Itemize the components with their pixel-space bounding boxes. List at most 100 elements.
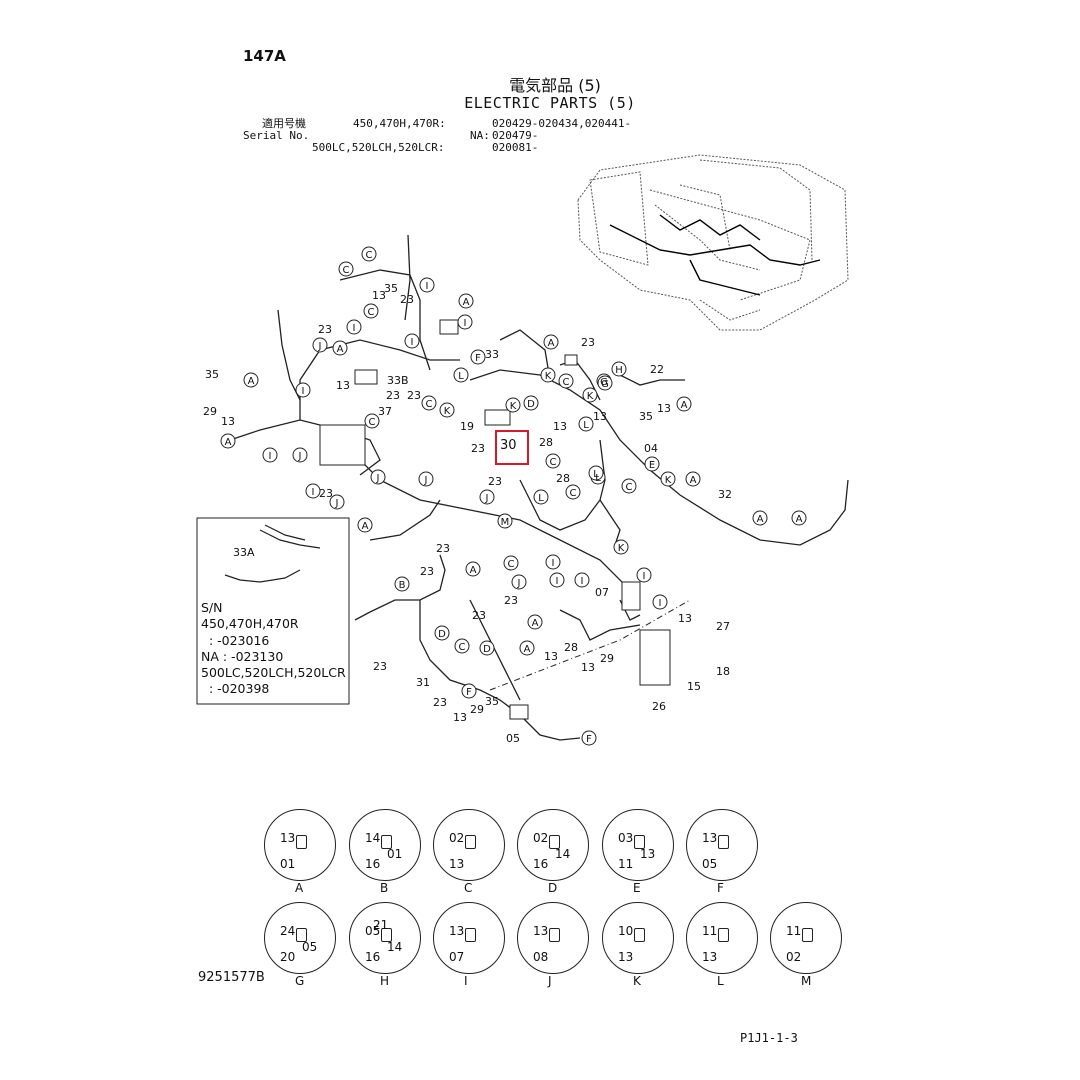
- svg-text:C: C: [366, 250, 373, 261]
- connector-block: [484, 409, 511, 426]
- detail-part-glyph: [465, 928, 476, 942]
- svg-text:23: 23: [407, 389, 421, 402]
- svg-text:35: 35: [384, 282, 398, 295]
- title-english: ELECTRIC PARTS (5): [464, 94, 636, 112]
- svg-text:K: K: [665, 475, 672, 486]
- svg-text:J: J: [335, 498, 339, 509]
- detail-part-number: 14: [387, 940, 403, 954]
- bracket-plate: [639, 629, 671, 686]
- svg-text:13: 13: [593, 410, 607, 423]
- detail-part-glyph: [718, 928, 729, 942]
- svg-text:I: I: [643, 571, 646, 582]
- svg-text:J: J: [318, 341, 322, 352]
- detail-view-h: [349, 902, 421, 974]
- detail-part-number: 11: [702, 924, 718, 938]
- svg-text:23: 23: [581, 336, 595, 349]
- svg-text:C: C: [563, 377, 570, 388]
- svg-text:23: 23: [319, 487, 333, 500]
- thumbnail-harness: [609, 214, 821, 296]
- bracket: [621, 581, 641, 611]
- svg-text:I: I: [302, 386, 305, 397]
- svg-text:C: C: [626, 482, 633, 493]
- svg-text:A: A: [248, 376, 255, 387]
- svg-text:23: 23: [373, 660, 387, 673]
- svg-text:29: 29: [470, 703, 484, 716]
- svg-text:M: M: [501, 517, 510, 528]
- svg-text:23: 23: [420, 565, 434, 578]
- svg-text:I: I: [464, 318, 467, 329]
- svg-text:C: C: [343, 265, 350, 276]
- detail-part-number: 05: [302, 940, 318, 954]
- component-blocks: [319, 319, 671, 720]
- detail-view-f: [686, 809, 758, 881]
- detail-part-number: 05: [702, 857, 718, 871]
- svg-text:K: K: [587, 391, 594, 402]
- machine-location-thumbnail: [577, 154, 849, 331]
- page-reference: P1J1-1-3: [740, 1031, 798, 1045]
- svg-text:A: A: [470, 565, 477, 576]
- svg-text:13: 13: [678, 612, 692, 625]
- svg-text:04: 04: [644, 442, 658, 455]
- detail-view-label: J: [548, 974, 552, 988]
- serial-range: 020429-020434,020441-: [492, 117, 632, 130]
- svg-text:A: A: [463, 297, 470, 308]
- detail-part-glyph: [634, 835, 645, 849]
- detail-part-number: 11: [786, 924, 802, 938]
- svg-text:L: L: [538, 493, 544, 504]
- svg-text:F: F: [466, 687, 472, 698]
- svg-text:K: K: [545, 371, 552, 382]
- svg-text:33B: 33B: [387, 374, 409, 387]
- svg-text:A: A: [225, 437, 232, 448]
- svg-text:L: L: [595, 473, 601, 484]
- svg-text:I: I: [353, 323, 356, 334]
- group-separator: [489, 599, 691, 691]
- svg-text:13: 13: [372, 289, 386, 302]
- svg-text:C: C: [550, 457, 557, 468]
- svg-text:A: A: [362, 521, 369, 532]
- detail-part-number: 21: [373, 918, 389, 932]
- detail-view-b: [349, 809, 421, 881]
- detail-view-label: F: [717, 881, 724, 895]
- svg-text:B: B: [399, 580, 406, 591]
- connector-clip: [564, 354, 578, 366]
- svg-text:J: J: [298, 451, 302, 462]
- detail-part-glyph: [381, 928, 392, 942]
- svg-text:37: 37: [378, 405, 392, 418]
- svg-text:07: 07: [595, 586, 609, 599]
- svg-text:G: G: [601, 379, 609, 390]
- connector-clip: [509, 704, 529, 720]
- detail-part-number: 02: [533, 831, 549, 845]
- detail-view-label: B: [380, 881, 389, 895]
- detail-view-label: L: [717, 974, 724, 988]
- svg-text:27: 27: [716, 620, 730, 633]
- detail-part-glyph: [296, 835, 307, 849]
- detail-part-glyph: [549, 835, 560, 849]
- svg-text:G: G: [600, 377, 608, 388]
- svg-text:C: C: [368, 307, 375, 318]
- svg-text:K: K: [444, 406, 451, 417]
- svg-text:05: 05: [506, 732, 520, 745]
- detail-part-glyph: [718, 835, 729, 849]
- svg-text:J: J: [485, 493, 489, 504]
- svg-text:K: K: [510, 401, 517, 412]
- svg-text:35: 35: [639, 410, 653, 423]
- svg-text:C: C: [426, 399, 433, 410]
- svg-text:I: I: [581, 576, 584, 587]
- svg-text:K: K: [618, 543, 625, 554]
- svg-text:L: L: [583, 420, 589, 431]
- svg-text:13: 13: [453, 711, 467, 724]
- detail-part-number: 13: [702, 950, 718, 964]
- svg-text:13: 13: [581, 661, 595, 674]
- svg-text:23: 23: [504, 594, 518, 607]
- svg-text:22: 22: [650, 363, 664, 376]
- detail-part-number: 10: [618, 924, 634, 938]
- detail-view-m: [770, 902, 842, 974]
- svg-text:J: J: [376, 473, 380, 484]
- svg-text:23: 23: [400, 293, 414, 306]
- inset-harness: [224, 524, 321, 583]
- detail-part-number: 13: [702, 831, 718, 845]
- connector-clip: [354, 369, 378, 385]
- svg-text:L: L: [458, 371, 464, 382]
- detail-view-a: [264, 809, 336, 881]
